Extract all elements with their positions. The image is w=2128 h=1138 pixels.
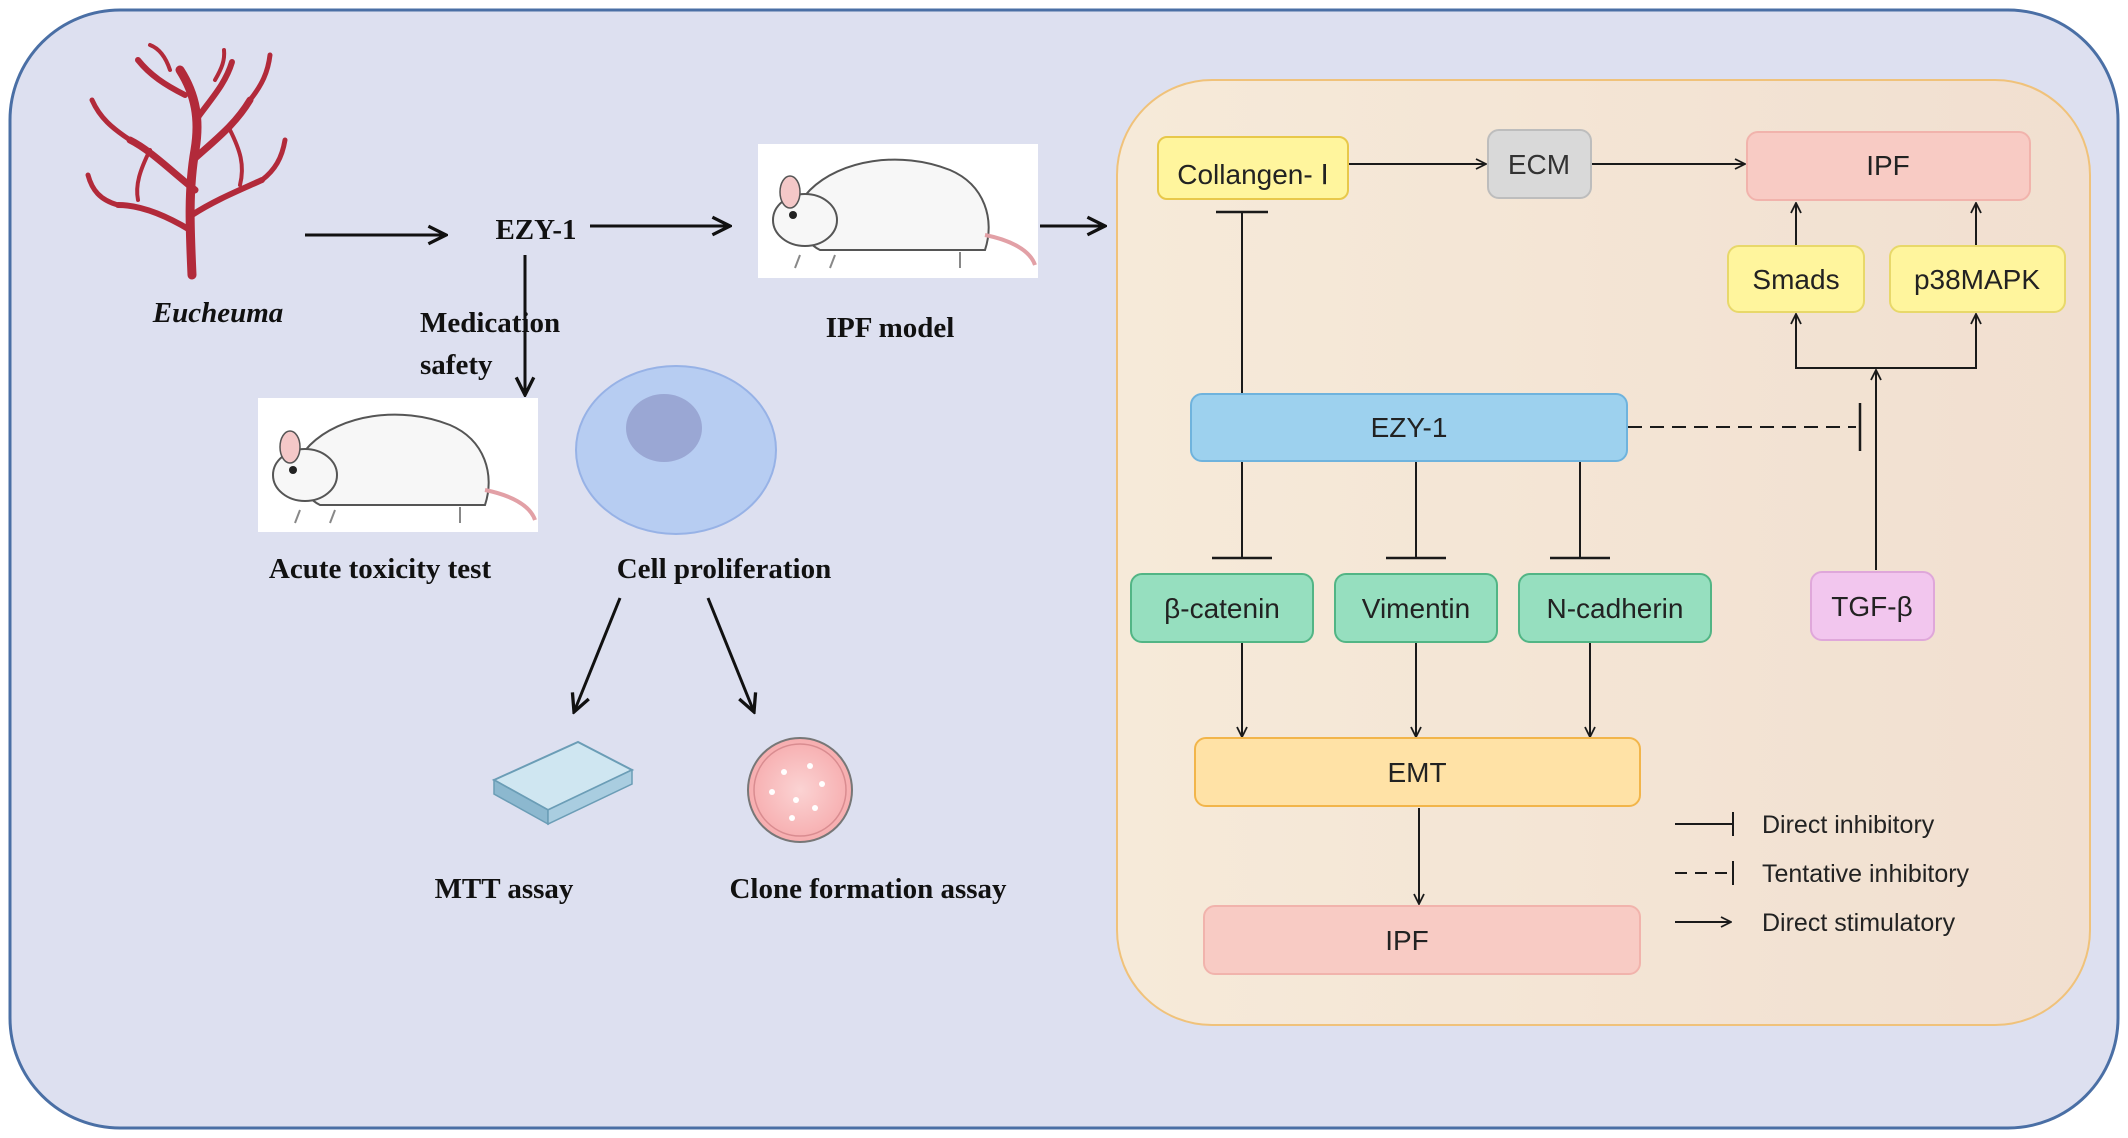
ipf-model-mouse-image bbox=[758, 144, 1038, 278]
node-emt: EMT bbox=[1194, 737, 1641, 807]
petri-dish-image bbox=[747, 737, 853, 843]
node-beta-catenin: β-catenin bbox=[1130, 573, 1314, 643]
node-n-cadherin-label: N-cadherin bbox=[1547, 593, 1684, 624]
node-ipf-bottom-label: IPF bbox=[1385, 925, 1429, 956]
node-ezy1: EZY-1 bbox=[1190, 393, 1628, 462]
node-ecm: ECM bbox=[1487, 129, 1592, 199]
legend-direct-inhibitory: Direct inhibitory bbox=[1675, 811, 1935, 839]
edge-branch-to-smads bbox=[1796, 314, 1876, 369]
legend-direct-inhibitory-label: Direct inhibitory bbox=[1762, 811, 1935, 839]
node-emt-label: EMT bbox=[1387, 757, 1446, 788]
node-vimentin-label: Vimentin bbox=[1362, 593, 1470, 624]
node-tgf-beta: TGF-β bbox=[1810, 571, 1935, 641]
node-smads: Smads bbox=[1727, 245, 1865, 313]
node-vimentin: Vimentin bbox=[1334, 573, 1498, 643]
legend-direct-stimulatory: Direct stimulatory bbox=[1675, 909, 1956, 937]
legend-tentative-inhibitory: Tentative inhibitory bbox=[1675, 860, 1970, 888]
clone-formation-label: Clone formation assay bbox=[729, 873, 1007, 905]
arrow-to-clone bbox=[706, 597, 754, 712]
mtt-assay-label: MTT assay bbox=[435, 873, 574, 905]
eucheuma-seaweed-image bbox=[85, 43, 288, 280]
cell-nucleus bbox=[626, 394, 702, 462]
mtt-plate-image bbox=[491, 740, 635, 826]
mechanism-connectors bbox=[1212, 164, 1976, 904]
node-tgf-beta-label: TGF-β bbox=[1831, 591, 1912, 622]
node-n-cadherin: N-cadherin bbox=[1518, 573, 1712, 643]
node-p38mapk-label: p38MAPK bbox=[1914, 264, 2040, 295]
node-ipf-bottom: IPF bbox=[1203, 905, 1641, 975]
node-collagen-label: Collangen- Ⅰ bbox=[1177, 159, 1328, 190]
legend-direct-stimulatory-label: Direct stimulatory bbox=[1762, 909, 1956, 937]
arrow-to-mtt bbox=[574, 597, 622, 712]
eucheuma-label: Eucheuma bbox=[152, 297, 284, 329]
node-beta-catenin-label: β-catenin bbox=[1164, 593, 1280, 624]
node-ipf-top-label: IPF bbox=[1866, 150, 1910, 181]
medication-safety-line-2: safety bbox=[420, 349, 493, 381]
toxicity-mouse-image bbox=[258, 398, 538, 532]
acute-toxicity-label: Acute toxicity test bbox=[269, 553, 492, 585]
legend-tentative-inhibitory-label: Tentative inhibitory bbox=[1762, 860, 1970, 888]
cell-proliferation-label: Cell proliferation bbox=[617, 553, 832, 585]
medication-safety-label: Medication safety bbox=[420, 307, 567, 381]
node-smads-label: Smads bbox=[1752, 264, 1839, 295]
ipf-model-label: IPF model bbox=[826, 312, 955, 344]
node-collagen: Collangen- Ⅰ bbox=[1157, 136, 1349, 200]
node-ipf-top: IPF bbox=[1746, 131, 2031, 201]
node-ezy1-label: EZY-1 bbox=[1371, 412, 1448, 443]
ezy1-compound-label: EZY-1 bbox=[495, 214, 576, 246]
node-p38mapk: p38MAPK bbox=[1889, 245, 2066, 313]
node-ecm-label: ECM bbox=[1508, 149, 1570, 180]
medication-safety-line-1: Medication bbox=[420, 307, 560, 339]
edge-branch-to-p38 bbox=[1876, 314, 1976, 369]
legend: Direct inhibitory Tentative inhibitory D… bbox=[1675, 811, 1970, 937]
